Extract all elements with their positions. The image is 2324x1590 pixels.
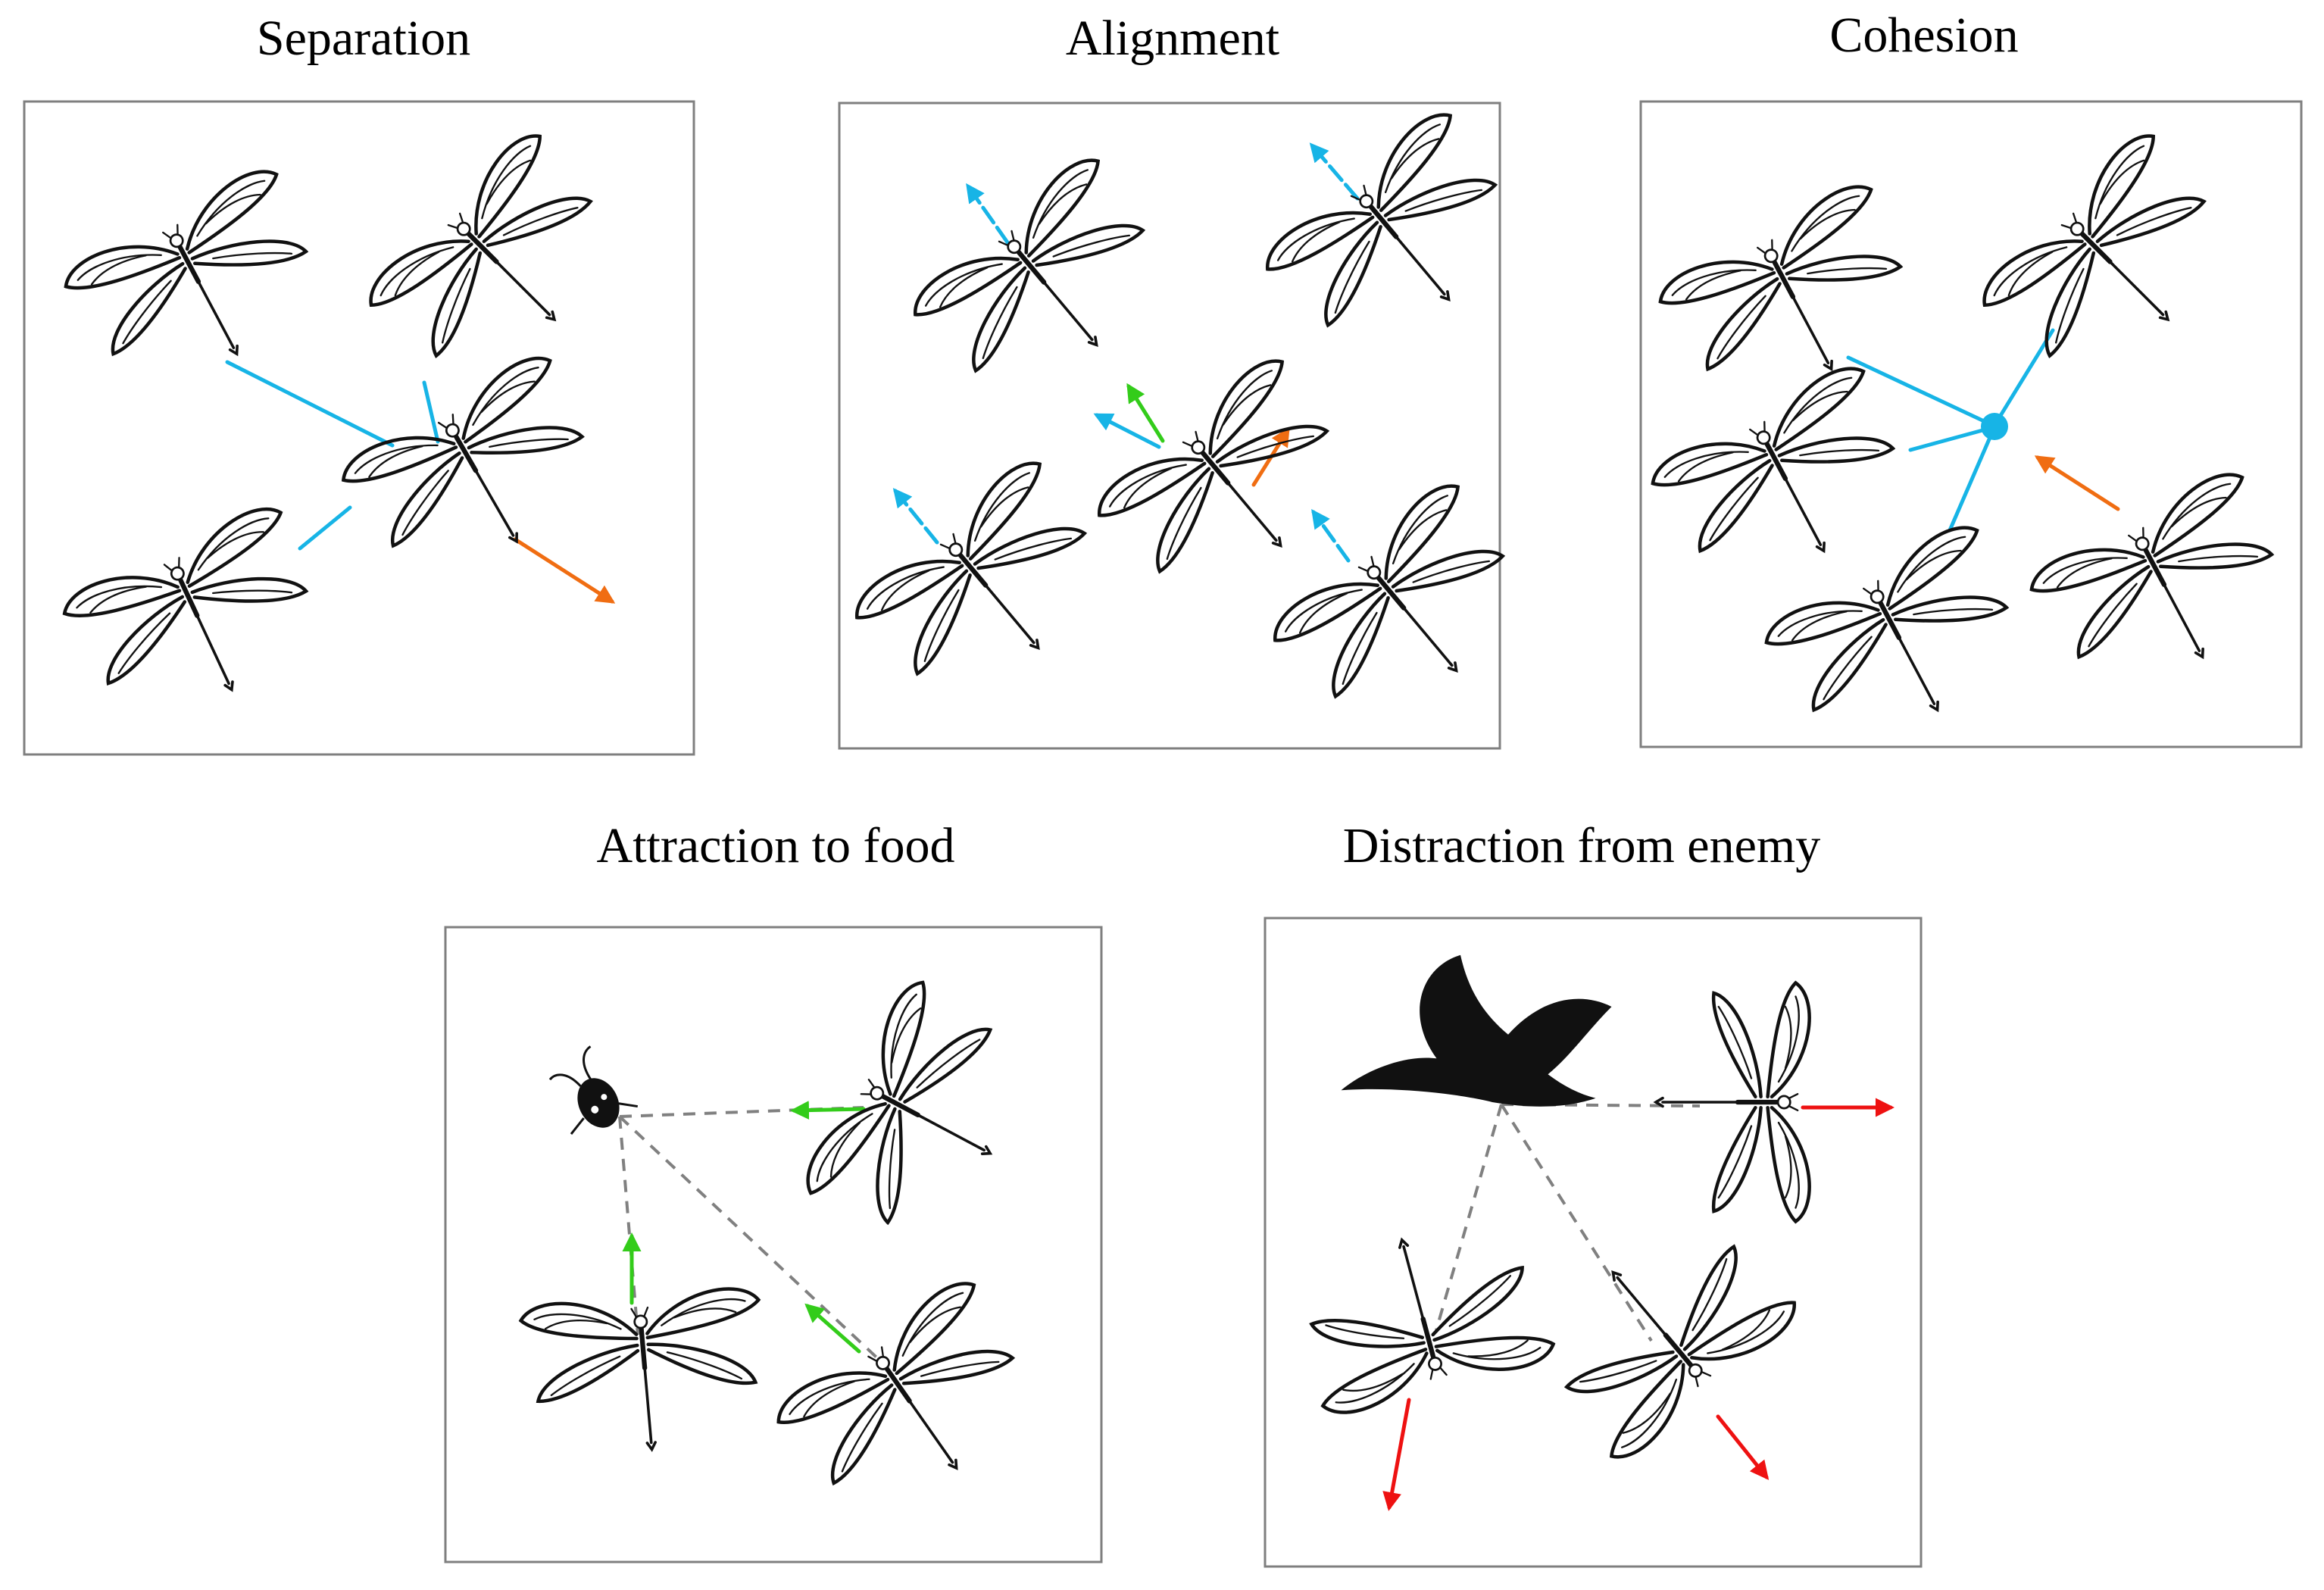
cohesion-link bbox=[1908, 425, 1996, 452]
alignment-arrow bbox=[1311, 508, 1351, 563]
panel-frame bbox=[838, 102, 1501, 750]
cohesion-link bbox=[1948, 426, 1996, 533]
panel-food: Attraction to food bbox=[444, 818, 1103, 1563]
panel-cohesion: Cohesion bbox=[1639, 8, 2308, 766]
flee-arrow bbox=[1382, 1398, 1411, 1511]
cohesion-link bbox=[1993, 328, 2055, 426]
alignment-arrow bbox=[892, 488, 939, 545]
panel-frame bbox=[444, 926, 1103, 1563]
panel-title-cohesion: Cohesion bbox=[1829, 8, 2018, 63]
alignment-average-arrow bbox=[1126, 383, 1165, 443]
panel-enemy: Distraction from enemy bbox=[1264, 818, 1923, 1568]
alignment-arrow bbox=[966, 183, 1010, 245]
alignment-arrow bbox=[1093, 413, 1161, 449]
separation-link bbox=[422, 380, 440, 444]
swarm-center-point bbox=[1981, 413, 2008, 440]
food-attraction-arrow bbox=[790, 1101, 866, 1120]
panel-title-separation: Separation bbox=[257, 11, 470, 66]
panel-title-enemy: Distraction from enemy bbox=[1343, 818, 1820, 873]
panel-separation: Separation bbox=[23, 11, 695, 756]
food-attraction-arrow bbox=[804, 1303, 861, 1354]
cohesion-vector-arrow bbox=[2034, 455, 2120, 511]
alignment-arrow bbox=[1309, 142, 1360, 201]
food-dashed-link bbox=[618, 1115, 886, 1367]
separation-link bbox=[225, 360, 395, 448]
separation-link bbox=[298, 505, 352, 551]
cohesion-link bbox=[1846, 355, 1996, 428]
enemy-dashed-link bbox=[1435, 1104, 1503, 1331]
panel-alignment: Alignment bbox=[838, 11, 1548, 750]
panel-title-alignment: Alignment bbox=[1066, 11, 1279, 66]
food-dashed-link bbox=[618, 1116, 639, 1335]
panel-title-food: Attraction to food bbox=[597, 818, 955, 873]
separation-vector-arrow bbox=[513, 537, 616, 604]
flee-arrow bbox=[1716, 1414, 1770, 1480]
enemy-dashed-link bbox=[1500, 1103, 1653, 1342]
panel-frame bbox=[1639, 100, 2303, 748]
